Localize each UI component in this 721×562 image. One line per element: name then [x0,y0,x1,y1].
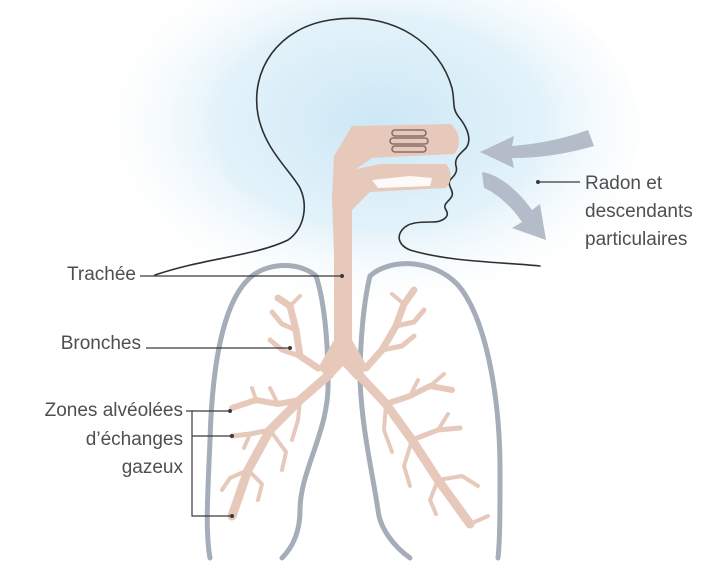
radon-label-line-1: Radon et [585,172,662,196]
radon-label-line-3-wrap: particulaires [585,228,687,252]
radon-label-line-3: particulaires [585,228,687,252]
trachea-label: Trachée [67,263,136,287]
alveolar-label-line-3: gazeux [122,456,183,480]
radon-label-line-2: descendants [585,200,693,224]
trachea [334,210,352,346]
radon-label: Radon et [585,172,662,196]
alveolar-label-line-2: d’échanges [86,428,183,452]
radon-label-line-2-wrap: descendants [585,200,693,224]
right-bronchial-tree [358,290,488,524]
bronchi-label: Bronches [61,332,141,356]
alveolar-label-line-1: Zones alvéolées [45,399,183,423]
left-bronchial-tree [222,296,330,516]
